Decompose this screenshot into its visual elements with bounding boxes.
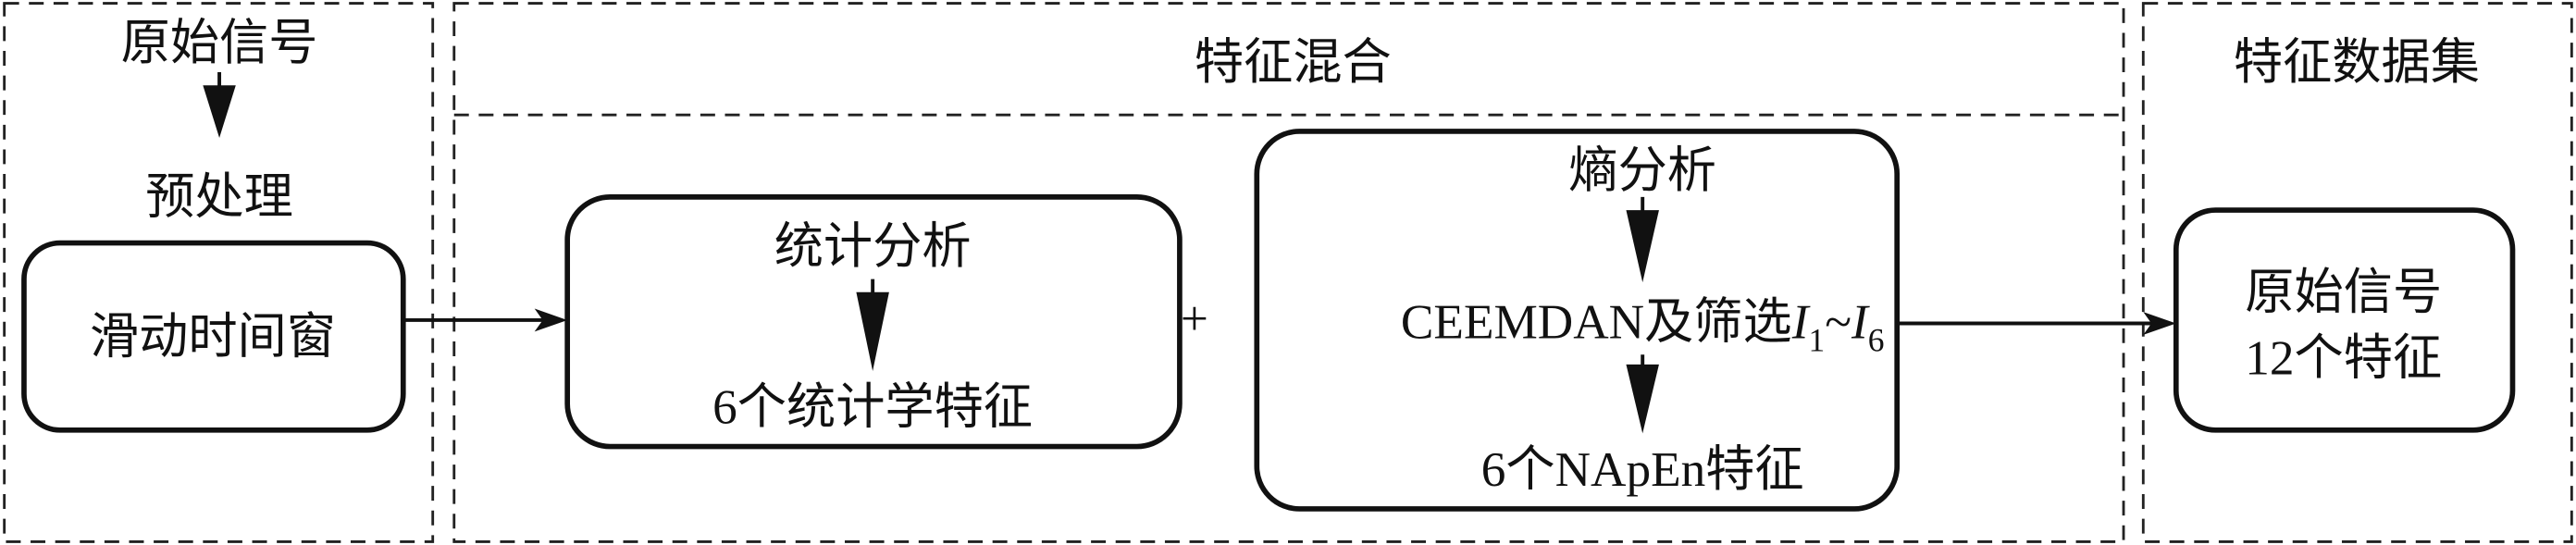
- input-section-frame: [3, 2, 435, 543]
- preprocess-label: 预处理: [145, 170, 293, 225]
- napen-features-label: 6个NApEn特征: [1481, 442, 1804, 497]
- arrow-down-icon: [856, 291, 889, 371]
- output-line-2: 12个特征: [2245, 330, 2442, 385]
- output-section-frame: [2141, 2, 2573, 543]
- sliding-window-label: 滑动时间窗: [90, 309, 336, 364]
- arrow-right-icon: [2143, 312, 2176, 335]
- tilde: ~: [1825, 294, 1852, 349]
- statistics-features-label: 6个统计学特征: [712, 380, 1033, 435]
- statistics-analysis-label: 统计分析: [774, 219, 972, 274]
- arrow-right-icon: [534, 308, 568, 332]
- output-title: 特征数据集: [2234, 35, 2480, 90]
- mixing-title: 特征混合: [1195, 35, 1392, 90]
- sliding-window-box: [21, 240, 406, 433]
- ceemdan-text: CEEMDAN及筛选: [1401, 294, 1792, 349]
- imf-symbol: I: [1791, 294, 1811, 349]
- imf-from: 1: [1808, 322, 1825, 359]
- entropy-analysis-label: 熵分析: [1568, 143, 1716, 198]
- plus-sign: +: [1181, 291, 1208, 346]
- arrow-down-icon: [1626, 210, 1659, 283]
- arrow-down-icon: [203, 85, 236, 139]
- entropy-box: [1254, 129, 1901, 512]
- output-box: [2173, 207, 2516, 433]
- mixing-section-frame: [452, 2, 2125, 543]
- imf-symbol: I: [1851, 294, 1870, 349]
- output-line-1: 原始信号: [2245, 266, 2442, 320]
- ceemdan-label: CEEMDAN及筛选I1~I6: [1401, 294, 1885, 358]
- arrow-down-icon: [1626, 364, 1659, 434]
- imf-to: 6: [1868, 322, 1885, 359]
- input-title: 原始信号: [121, 16, 318, 70]
